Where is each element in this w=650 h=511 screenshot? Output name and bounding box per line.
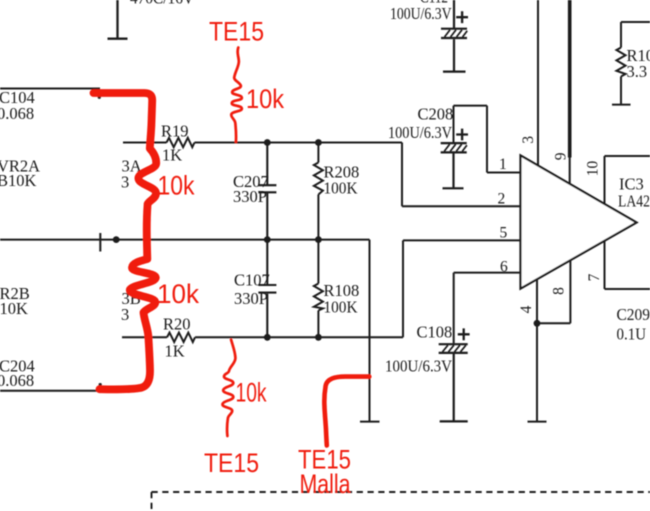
label-c207: C207 — [233, 172, 269, 191]
squiggle-bottom — [221, 338, 237, 438]
wire-r20-out — [195, 239, 521, 339]
label-vr2a-value: B10K — [0, 171, 37, 190]
resistor-r208 — [311, 161, 325, 196]
dashed-border — [150, 491, 650, 511]
label-c104: C104 — [0, 88, 35, 107]
label-c204: C204 — [0, 357, 35, 376]
label-ic3: IC3 — [619, 175, 644, 194]
cap-c207 — [258, 142, 277, 240]
pin-9: 9 — [552, 152, 569, 160]
cap-c208-plus — [456, 128, 468, 141]
junction-dot — [263, 236, 271, 244]
annotation-10k-upper: 10k — [158, 171, 195, 201]
resistor-r20 — [166, 330, 196, 345]
wire-middle — [0, 233, 380, 423]
wire-pin1 — [452, 104, 521, 174]
label-r208-value: 100K — [324, 179, 358, 198]
resistor-r10x — [614, 46, 628, 78]
annotation-te15-top: TE15 — [209, 17, 264, 47]
marker-line-main — [89, 89, 161, 394]
label-wiper-3b2: 3 — [121, 305, 129, 324]
label-c107-value: 330P — [234, 289, 268, 308]
label-wiper-3a: 3A — [122, 157, 142, 176]
wire-pin6 — [452, 271, 521, 344]
resistor-r108 — [311, 282, 327, 312]
annotation-malla: Malla — [300, 469, 352, 499]
red-annotations: TE15 10k 10k 10k 10k TE15 TE15 Malla — [89, 17, 372, 499]
label-wiper-3a2: 3 — [121, 173, 129, 192]
cap-c107 — [258, 239, 277, 338]
cap-c208-hatch — [443, 143, 468, 152]
pin-1: 1 — [499, 156, 507, 173]
label-c108: C108 — [417, 323, 453, 342]
label-c107: C107 — [234, 271, 270, 290]
cap-c112-plus — [456, 11, 468, 24]
label-r19: R19 — [161, 122, 189, 141]
wire-pin8 — [537, 259, 572, 325]
cap-c108-plus — [457, 328, 470, 341]
label-c209: C209 — [617, 305, 650, 324]
label-r19-value: 1K — [162, 146, 182, 165]
label-vr2b-value: 10K — [0, 299, 28, 318]
annotation-10k-bottom: 10k — [236, 378, 267, 408]
junction-dot — [112, 236, 120, 244]
label-c207-value: 330P — [233, 187, 267, 206]
junction-dot — [263, 139, 271, 146]
annotation-te15-bottom-left: TE15 — [204, 448, 259, 478]
annotation-te15-malla: TE15 — [298, 445, 351, 475]
junction-dot — [315, 236, 322, 244]
pin-8: 8 — [551, 287, 568, 295]
label-r20: R20 — [163, 315, 191, 334]
cap-c108-hatch — [441, 344, 467, 353]
label-vr2b: R2B — [0, 284, 30, 303]
label-r10x: R10 — [627, 46, 650, 65]
marker-line-malla — [322, 374, 372, 448]
label-c108-value: 100U/6.3V — [385, 357, 452, 376]
junction-dot — [315, 139, 322, 146]
junction-dot — [315, 333, 322, 341]
label-r20-value: 1K — [165, 342, 185, 361]
label-r108-value: 100K — [324, 298, 358, 317]
ground-top-left — [107, 0, 128, 40]
junction-dot — [533, 319, 541, 327]
label-r108: R108 — [324, 281, 360, 300]
squiggle-top — [229, 46, 244, 144]
cap-c208 — [440, 142, 467, 190]
schematic-wires — [0, 0, 650, 423]
cap-c112-wire — [441, 0, 467, 73]
pin-6: 6 — [500, 259, 508, 276]
wire-pin4 — [527, 278, 547, 423]
annotation-10k-top: 10k — [246, 84, 284, 114]
pin-4: 4 — [518, 305, 535, 313]
label-c104-value: 0.068 — [0, 104, 34, 123]
pin-2: 2 — [498, 191, 506, 208]
label-vr2a: VR2A — [0, 157, 40, 176]
pin-7: 7 — [586, 273, 603, 281]
cap-c108 — [438, 343, 468, 423]
schematic-labels: 470C/16V C112 100U/6.3V C104 0.068 VR2A … — [0, 0, 650, 390]
annotation-10k-lower: 10k — [157, 279, 199, 309]
cap-c112-hatch — [443, 29, 468, 38]
label-c208: C208 — [418, 105, 454, 124]
label-r10x-value: 3.3 — [627, 62, 648, 81]
label-c204-value: 0.068 — [0, 371, 34, 390]
label-c209-value: 0.1U — [617, 325, 647, 344]
label-c112-cut: C112 — [420, 0, 448, 7]
wire-r10x — [612, 21, 650, 106]
junction-dot — [263, 333, 271, 341]
pin-3: 3 — [520, 136, 537, 144]
wire-r19-out — [194, 141, 521, 208]
label-470c-cut: 470C/16V — [130, 0, 194, 8]
resistor-r19 — [165, 135, 196, 150]
pin-10: 10 — [585, 161, 602, 177]
label-c112-value: 100U/6.3V — [390, 4, 452, 23]
label-ic3-part: LA42 — [618, 192, 650, 211]
pin-5: 5 — [500, 225, 508, 242]
label-r208: R208 — [324, 163, 360, 182]
label-c208-value: 100U/6.3V — [388, 123, 452, 142]
opamp-triangle — [519, 153, 639, 291]
